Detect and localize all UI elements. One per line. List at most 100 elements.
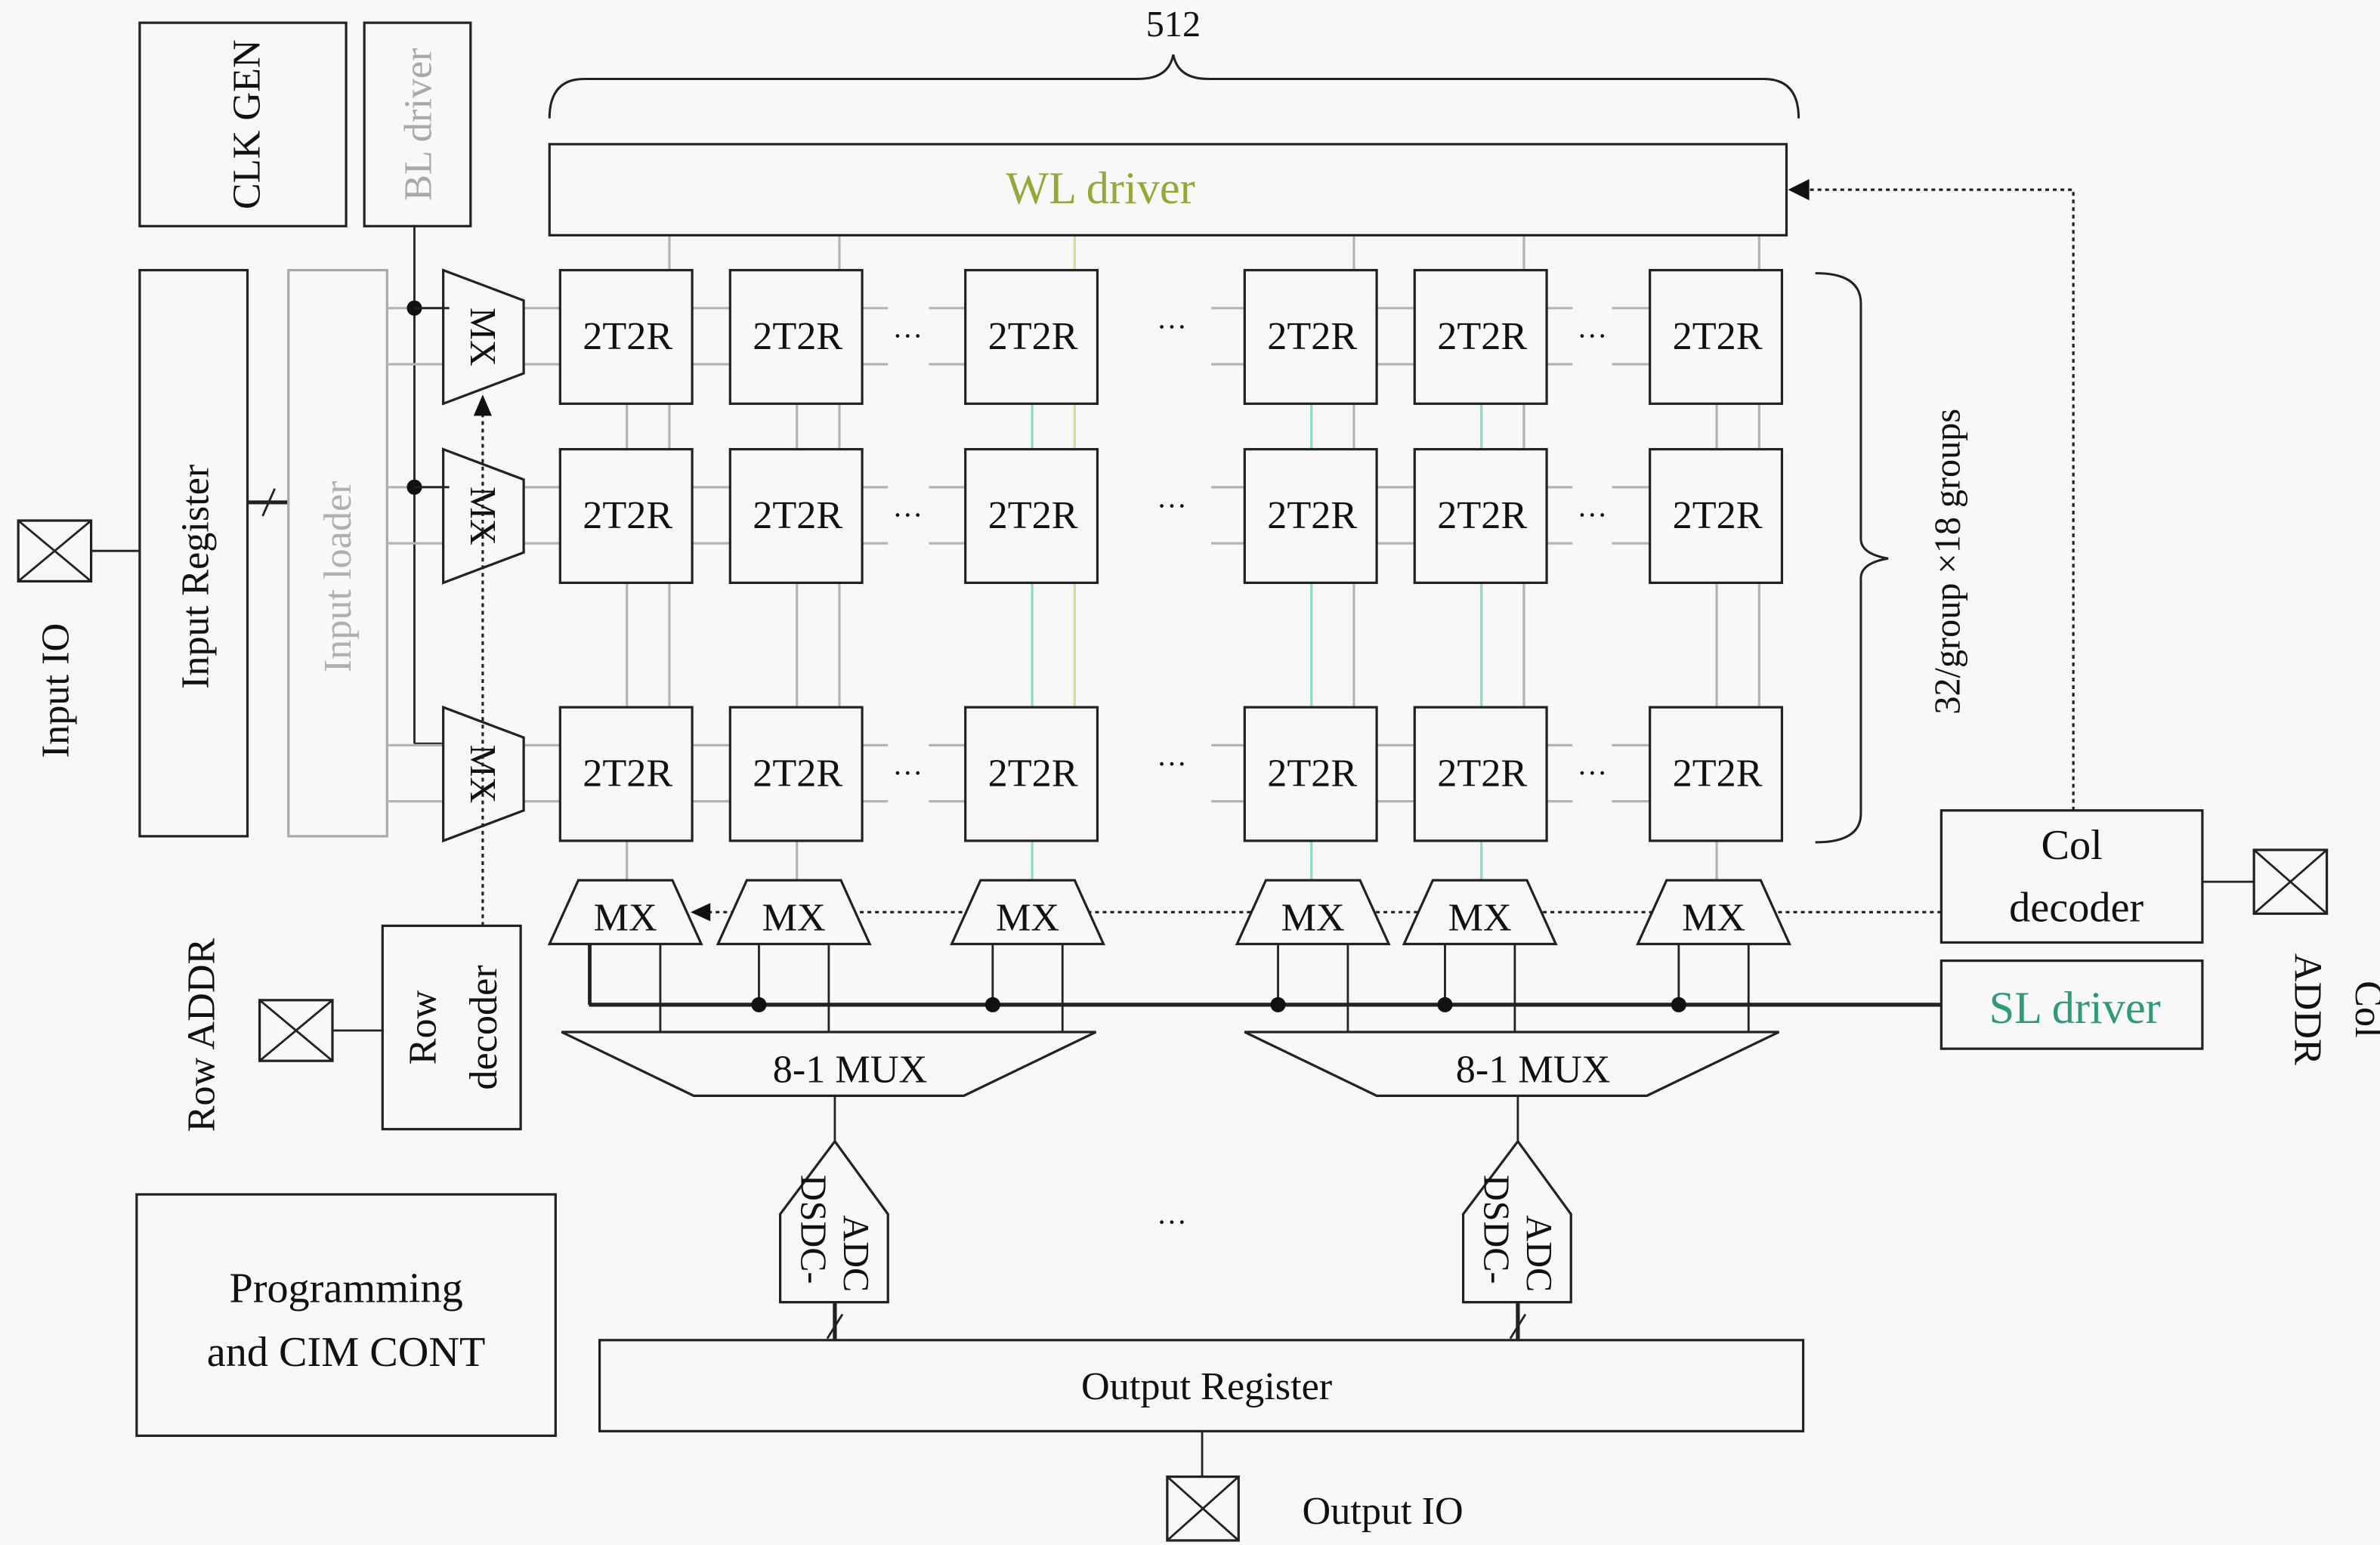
bus-slash (261, 488, 276, 517)
cell-label: 2T2R (988, 314, 1078, 358)
cell-label: 2T2R (1673, 752, 1763, 796)
cell-2t2r: 2T2R (558, 706, 694, 842)
row-addr-label: Row ADDR (179, 938, 223, 1132)
col-mux-label: MX (1682, 895, 1745, 939)
cell-label: 2T2R (1267, 314, 1357, 358)
col-mux-label: MX (996, 895, 1059, 939)
cell-box (728, 706, 864, 842)
col-mux: MX (1636, 879, 1791, 1033)
cell-2t2r: 2T2R (964, 448, 1099, 585)
row-ellipsis: ··· (892, 756, 923, 790)
col-mux: MX (716, 879, 872, 1033)
cell-label: 2T2R (1267, 493, 1357, 537)
output-register-label: Output Register (1081, 1364, 1332, 1408)
output-io-label: Output IO (1303, 1489, 1464, 1533)
col-mux-shape (1636, 879, 1791, 946)
cell-label: 2T2R (988, 493, 1078, 537)
cell-box (1243, 268, 1378, 405)
wl-driver-label: WL driver (1006, 163, 1195, 214)
col-decoder-label-2: decoder (2009, 884, 2144, 931)
clk-gen-block: CLK GEN (138, 21, 348, 227)
cell-2t2r: 2T2R (1243, 268, 1378, 405)
sl-driver-label: SL driver (1989, 983, 2161, 1034)
input-register-label: Input Register (173, 465, 217, 689)
col-mux: MX (1235, 879, 1391, 1033)
cell-label: 2T2R (1673, 493, 1763, 537)
cell-box (728, 448, 864, 585)
bl-driver-label: BL driver (397, 48, 440, 201)
clk-gen-label: CLK GEN (225, 39, 269, 209)
cell-box (558, 448, 694, 585)
cell-2t2r: 2T2R (1649, 448, 1784, 585)
row-ellipsis: ··· (1157, 747, 1187, 781)
adc-label-2: ADC (1519, 1215, 1559, 1292)
group-count-label: 32/group ×18 groups (1927, 409, 1967, 715)
cell-box (1649, 448, 1784, 585)
col-mux-label: MX (594, 895, 657, 939)
cell-label: 2T2R (988, 752, 1078, 796)
cell-box (558, 706, 694, 842)
row-decoder-label-1: Row (401, 990, 445, 1065)
col-decoder-label-1: Col (2042, 822, 2103, 869)
row-ellipsis: ··· (892, 498, 923, 532)
row-ellipsis: ··· (892, 319, 923, 353)
cell-2t2r: 2T2R (728, 448, 864, 585)
cell-box (1649, 268, 1784, 405)
cell-box (964, 268, 1099, 405)
row-decoder-to-mux-signal (473, 394, 492, 926)
col-mux-shape (716, 879, 872, 946)
adc-label-1: DSDC- (793, 1175, 833, 1284)
cell-2t2r: 2T2R (1413, 448, 1548, 585)
input-loader-block: Input loader (287, 268, 388, 838)
mux-8to1-label: 8-1 MUX (1456, 1047, 1611, 1091)
row-ellipsis: ··· (1577, 756, 1607, 790)
cell-label: 2T2R (1437, 752, 1527, 796)
sl-driver-block: SL driver (1940, 959, 2204, 1050)
cell-2t2r: 2T2R (964, 268, 1099, 405)
col-mux: MX (950, 879, 1105, 1033)
cell-box (1649, 706, 1784, 842)
programming-label-1: Programming (229, 1265, 462, 1312)
adc-label-2: ADC (836, 1215, 876, 1292)
cell-label: 2T2R (1673, 314, 1763, 358)
cell-label: 2T2R (1437, 493, 1527, 537)
input-register-block: Input Register (138, 268, 249, 838)
cell-label: 2T2R (753, 314, 842, 358)
cell-2t2r: 2T2R (964, 706, 1099, 842)
bl-driver-block: BL driver (363, 21, 472, 227)
col-mux-label: MX (1448, 895, 1512, 939)
col-mux-shape (1402, 879, 1558, 946)
col-addr-pad (2202, 848, 2329, 915)
col-mux-shape (547, 879, 703, 946)
cell-label: 2T2R (753, 493, 842, 537)
row-ellipsis: ··· (1157, 489, 1187, 523)
cell-2t2r: 2T2R (728, 268, 864, 405)
cell-2t2r: 2T2R (1243, 448, 1378, 585)
cell-2t2r: 2T2R (1413, 268, 1548, 405)
cell-label: 2T2R (753, 752, 842, 796)
junction-dot (1671, 997, 1686, 1012)
col-mux-shape (950, 879, 1105, 946)
row-mux: MX (406, 268, 525, 406)
junction-dot (1270, 997, 1286, 1012)
column-count-label: 512 (1146, 5, 1201, 45)
mux-8to1: 8-1 MUX (561, 1031, 1097, 1142)
mux-8to1-shape (1244, 1031, 1780, 1097)
mux-8to1-label: 8-1 MUX (773, 1047, 928, 1091)
cell-label: 2T2R (583, 314, 672, 358)
cell-2t2r: 2T2R (558, 268, 694, 405)
cell-box (1243, 448, 1378, 585)
cell-box (1413, 448, 1548, 585)
cell-label: 2T2R (583, 493, 672, 537)
col-addr-label-2: ADDR (2286, 953, 2329, 1065)
row-mux-label: MX (462, 307, 502, 366)
row-addr-pad (258, 999, 383, 1062)
row-decoder-label-2: decoder (462, 965, 505, 1089)
cell-2t2r: 2T2R (728, 706, 864, 842)
cell-2t2r: 2T2R (1413, 706, 1548, 842)
col-addr-label-1: Col (2347, 981, 2380, 1037)
cell-box (728, 268, 864, 405)
wl-driver-block: WL driver (548, 143, 1788, 236)
